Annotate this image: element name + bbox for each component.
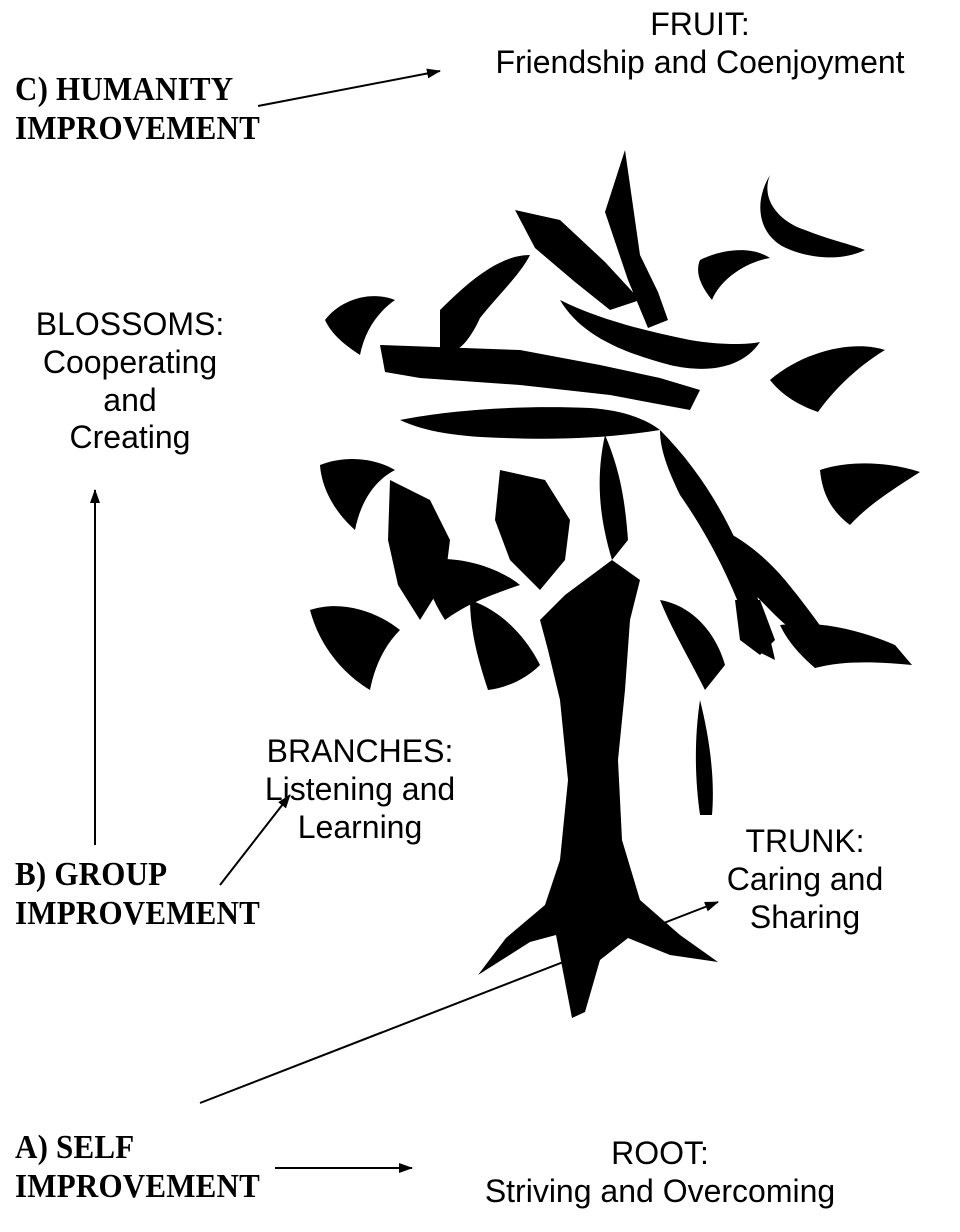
tree-branch	[495, 470, 570, 590]
trunk-title: TRUNK:	[745, 823, 865, 859]
blossoms-title: BLOSSOMS:	[35, 306, 225, 342]
blossoms-text-1: Cooperating	[42, 343, 218, 380]
fruit-label: FRUIT: Friendship and Coenjoyment	[440, 6, 960, 82]
tree-silhouette	[310, 150, 920, 1018]
tree-branch	[515, 210, 640, 310]
branches-text-1: Listening and	[264, 770, 456, 807]
fruit-title: FRUIT:	[650, 6, 750, 42]
branches-label: BRANCHES: Listening and Learning	[230, 733, 490, 846]
tree-branch	[400, 407, 660, 439]
level-humanity-line2: IMPROVEMENT	[15, 108, 261, 147]
tree-branch	[440, 255, 530, 352]
root-label: ROOT: Striving and Overcoming	[400, 1135, 920, 1211]
blossoms-label: BLOSSOMS: Cooperating and Creating	[0, 306, 260, 457]
trunk-label: TRUNK: Caring and Sharing	[685, 823, 925, 936]
arrow-self-to-trunk	[199, 901, 719, 1104]
tree-branch	[310, 606, 400, 690]
tree-branch	[560, 300, 760, 369]
tree-branch	[780, 623, 912, 668]
tree-trunk	[478, 560, 718, 1018]
tree-branch	[605, 150, 668, 328]
level-humanity-label: C) HUMANITY IMPROVEMENT	[15, 70, 260, 148]
branches-title: BRANCHES:	[266, 733, 454, 769]
blossoms-text-2: and	[103, 381, 157, 418]
root-text: Striving and Overcoming	[484, 1172, 836, 1209]
tree-branch	[380, 345, 700, 410]
level-group-line1: B) GROUP	[15, 855, 168, 893]
arrow-group-to-branches	[219, 794, 291, 886]
trunk-text-2: Sharing	[749, 898, 861, 935]
tree-branch	[770, 346, 885, 412]
level-group-line2: IMPROVEMENT	[15, 893, 261, 932]
level-self-line2: IMPROVEMENT	[15, 1166, 261, 1205]
level-self-line1: A) SELF	[15, 1128, 135, 1166]
tree-branch	[820, 463, 920, 525]
level-humanity-line1: C) HUMANITY	[15, 70, 234, 108]
level-group-label: B) GROUP IMPROVEMENT	[15, 855, 260, 933]
tree-branch	[760, 175, 865, 258]
blossoms-text-3: Creating	[69, 419, 191, 456]
tree-branch	[735, 600, 775, 655]
branches-text-2: Learning	[297, 808, 423, 845]
tree-branch	[599, 435, 628, 560]
level-self-label: A) SELF IMPROVEMENT	[15, 1128, 260, 1206]
arrow-humanity-to-fruit	[257, 68, 441, 107]
tree-branch	[470, 600, 540, 690]
tree-branch	[660, 600, 725, 690]
tree-branch	[695, 700, 713, 815]
fruit-text: Friendship and Coenjoyment	[495, 43, 905, 80]
tree-branch	[325, 296, 395, 355]
tree-branch	[420, 558, 520, 620]
tree-branch	[698, 250, 770, 300]
root-title: ROOT:	[611, 1135, 709, 1171]
trunk-text-1: Caring and	[726, 860, 884, 897]
tree-branch	[320, 458, 395, 530]
